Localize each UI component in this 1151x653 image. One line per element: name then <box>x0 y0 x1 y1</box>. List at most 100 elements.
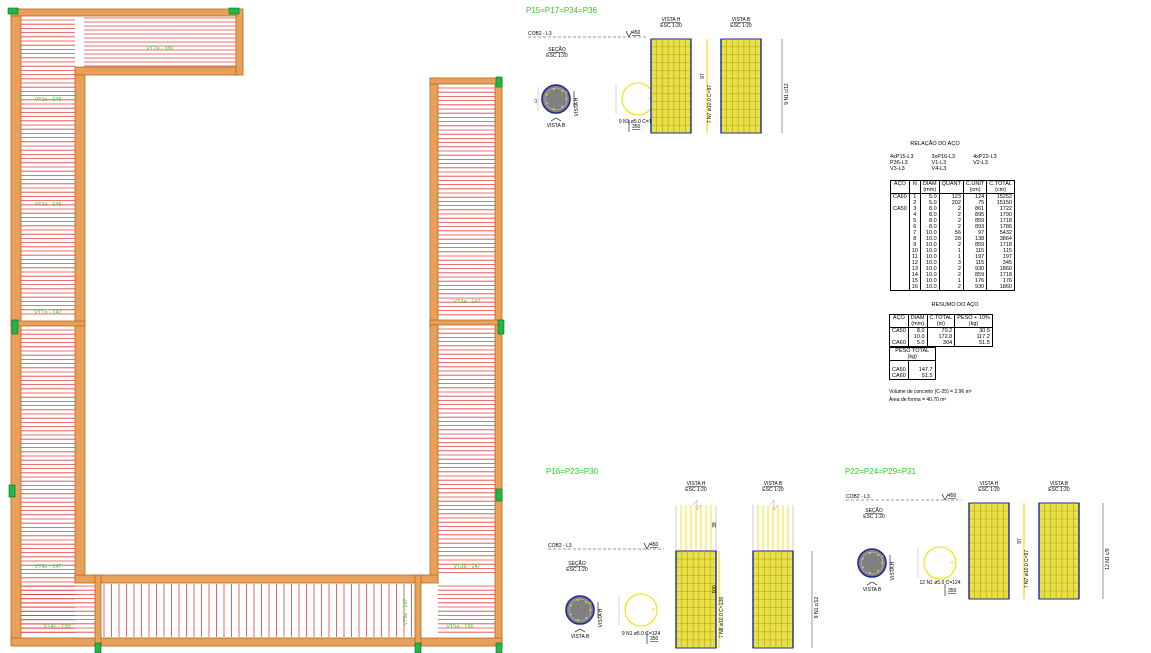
resumo-cell: 10.0 <box>913 334 925 340</box>
support-marker <box>7 7 19 15</box>
relacao-cell: 10.0 <box>925 272 937 278</box>
stirrup-note: 12 N1 ø5.0 C=124 <box>920 580 961 586</box>
relacao-cell: 115 <box>1003 248 1012 254</box>
relacao-cell: 56 <box>954 230 961 236</box>
long-bar-length: 97 <box>1017 538 1023 544</box>
vista-h-cage <box>675 550 717 649</box>
relacao-cell: 1786 <box>999 224 1012 230</box>
pillar-ref: P36-L3 <box>890 160 908 166</box>
stirrup-shape: × <box>624 593 658 627</box>
relacao-cell: 10.0 <box>925 230 937 236</box>
vista-h-scale: ESC 1:20 <box>978 487 1000 493</box>
vista-b-label: VISTA B <box>547 123 566 129</box>
relacao-cell: 2 <box>957 284 961 290</box>
resumo-header: C.TOTAL(m) <box>926 314 956 328</box>
section-scale: ESC 1:20 <box>566 567 588 573</box>
relacao-cell: 4 <box>913 212 917 218</box>
svg-text:×: × <box>950 560 954 567</box>
starter-bars <box>752 499 794 648</box>
relacao-cell: 5432 <box>999 230 1012 236</box>
resumo-header: DIAM(mm) <box>907 314 928 328</box>
relacao-cell: 10.0 <box>925 236 937 242</box>
slab-label: VT4c - 198 <box>44 624 71 630</box>
relacao-column: CA60 CA50 <box>890 193 910 291</box>
relacao-cell: 5 <box>913 218 917 224</box>
relacao-cell: 138 <box>975 236 985 242</box>
relacao-cell: 8.0 <box>928 212 937 218</box>
level-lower-value: 350 <box>948 588 957 594</box>
vista-h-label: VISTA H <box>890 561 896 580</box>
relacao-cell: 10.0 <box>925 248 937 254</box>
slab-label: VT1c - 149 <box>35 97 62 103</box>
relacao-cell: 5.0 <box>928 194 937 200</box>
relacao-cell: 895 <box>975 212 985 218</box>
svg-text:×: × <box>565 90 568 96</box>
relacao-cell: 2 <box>957 212 961 218</box>
relacao-cell: CA50 <box>893 206 907 212</box>
relacao-cell: 15150 <box>996 200 1012 206</box>
long-bar-note: 7 N8 ø10.0 C=138 <box>719 597 725 638</box>
relacao-cell: 1790 <box>999 212 1012 218</box>
resumo-column: CA50 CA60 <box>889 327 909 347</box>
relacao-cell: 2 <box>957 266 961 272</box>
relacao-cell: 2 <box>957 206 961 212</box>
vista-h-label: VISTA H <box>598 608 604 627</box>
column-section: × <box>565 595 595 625</box>
svg-text:×: × <box>589 601 592 607</box>
relacao-cell: 1718 <box>999 242 1012 248</box>
relacao-cell: 10.0 <box>925 242 937 248</box>
relacao-cell: 16 <box>911 284 918 290</box>
peso-cell: CA60 <box>892 373 906 379</box>
relacao-cell: 930 <box>975 284 985 290</box>
relacao-cell: 7 <box>913 230 917 236</box>
relacao-cell: 115 <box>975 260 985 266</box>
vista-h-label: VISTA H <box>574 97 580 116</box>
support-marker <box>495 488 503 502</box>
relacao-cell: 1 <box>957 254 961 260</box>
relacao-cell: 15 <box>911 278 918 284</box>
slab-label: VT1c - 149 <box>35 202 62 208</box>
relacao-cell: 5.0 <box>928 200 937 206</box>
relacao-cell: 197 <box>975 254 985 260</box>
relacao-cell: 13 <box>911 266 918 272</box>
resumo-cell: 30.5 <box>979 328 990 334</box>
relacao-cell: 893 <box>975 224 985 230</box>
relacao-header: C.TOTAL(cm) <box>986 180 1015 194</box>
relacao-cell: 8.0 <box>928 218 937 224</box>
relacao-cell: 8 <box>913 236 917 242</box>
vista-b-cage <box>720 38 762 134</box>
long-bar-note: 7 N7 ø10.0 C=97 <box>707 85 713 123</box>
stirrup-count: 12 N1 c/9 <box>1105 548 1111 570</box>
slab-label: VT2a - 380 <box>146 46 173 52</box>
peso-cell: 147.7 <box>918 367 933 373</box>
vista-h-scale: ESC 1:20 <box>685 487 707 493</box>
slab-label: VT5a - 195 <box>446 624 473 630</box>
relacao-cell: 10.0 <box>925 260 937 266</box>
relacao-cell: 10.0 <box>925 284 937 290</box>
resumo-header: PESO + 10%(kg) <box>954 314 993 328</box>
relacao-cell: 10.0 <box>925 266 937 272</box>
stirrup-shape: × <box>923 546 957 580</box>
column-section: × <box>541 84 571 114</box>
relacao-cell: 14 <box>911 272 918 278</box>
relacao-cell: 6 <box>913 224 917 230</box>
vista-b-scale: ESC 1:20 <box>730 23 752 29</box>
support-marker <box>8 484 16 498</box>
relacao-cell: 2 <box>957 218 961 224</box>
long-bar-note: 7 N7 ø10.0 C=97 <box>1024 550 1030 588</box>
level-arrow-icon <box>625 30 633 38</box>
vista-b-cage <box>1038 502 1080 600</box>
support-marker <box>495 76 503 88</box>
peso-cell: CA50 <box>892 367 906 373</box>
relacao-cell: 97 <box>978 230 985 236</box>
slab-frame <box>10 8 503 647</box>
top-bar-length: 38 <box>712 522 718 528</box>
pillar-ref: V3-L3 <box>890 166 905 172</box>
relacao-cell: 1722 <box>999 206 1012 212</box>
level-lower-value: 350 <box>650 636 659 642</box>
